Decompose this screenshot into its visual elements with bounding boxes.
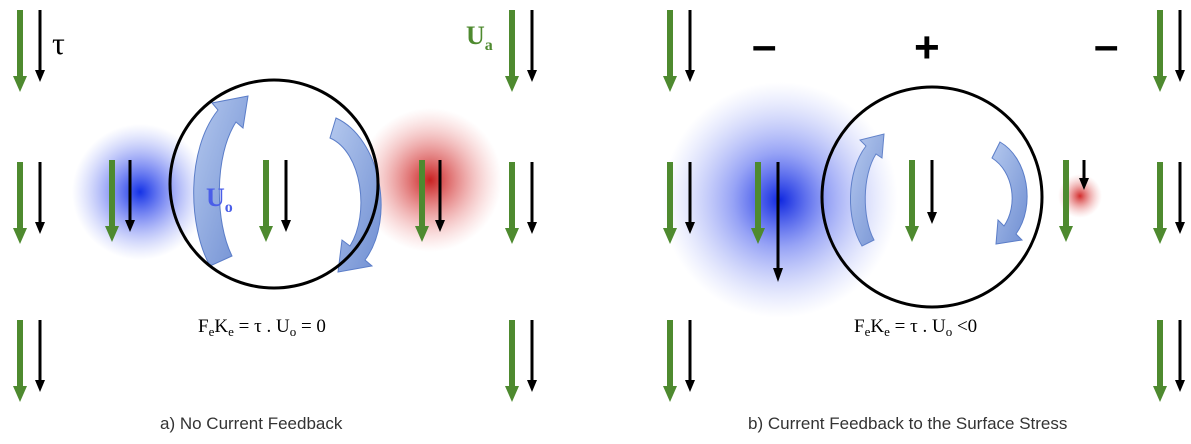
caption-panel-b: b) Current Feedback to the Surface Stres… — [748, 414, 1068, 433]
minus-sign-right: – — [1094, 21, 1118, 70]
panel-b: – + – FeKe = τ . Uo <0 — [662, 10, 1185, 402]
equation-a: FeKe = τ . Uo = 0 — [198, 316, 326, 339]
ocean-current-arrow-right — [991, 141, 1028, 245]
wind-arrow-row-bottom — [13, 320, 537, 402]
plus-sign: + — [914, 23, 940, 72]
wind-arrow-row-middle — [13, 160, 537, 244]
ocean-current-arrow-left — [849, 133, 885, 247]
panel-a: τ Ua Uo FeKe = τ . Uo = 0 — [13, 10, 537, 402]
ocean-current-arrow-left — [193, 95, 249, 267]
equation-b: FeKe = τ . Uo <0 — [854, 316, 977, 339]
caption-panel-a: a) No Current Feedback — [160, 414, 343, 433]
anomaly-circle — [820, 85, 1044, 309]
minus-sign-left: – — [752, 21, 776, 70]
ocean-current-arrow-right — [329, 117, 382, 273]
uo-label: Uo — [206, 183, 233, 216]
cold-sst-blob — [358, 108, 502, 252]
wind-arrow-row-top — [13, 10, 537, 92]
wind-arrow-row-top — [663, 10, 1185, 92]
wind-arrow-row-bottom — [663, 320, 1185, 402]
ua-label: Ua — [466, 21, 493, 54]
wind-arrow-row-middle — [663, 160, 1185, 282]
tau-label: τ — [52, 25, 65, 61]
anomaly-circle — [168, 78, 380, 290]
